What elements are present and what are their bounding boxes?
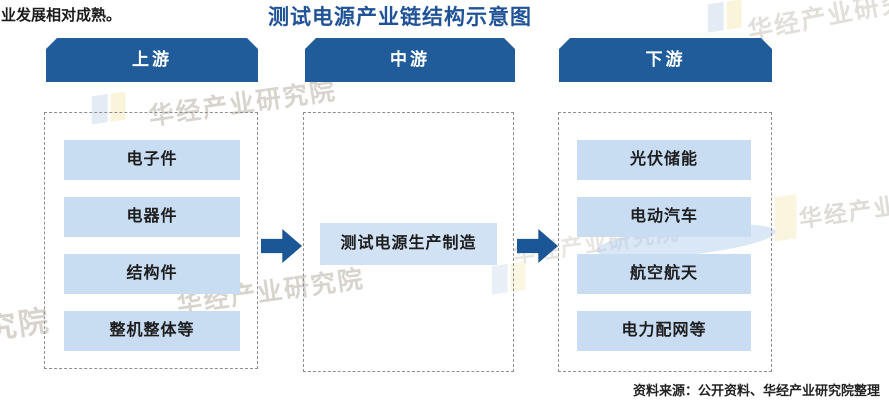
- upstream-item: 电子件: [64, 140, 240, 180]
- flow-arrow-icon: [261, 229, 302, 263]
- source-note: 资料来源：公开资料、华经产业研究院整理: [632, 383, 880, 398]
- header-upstream: 上游: [46, 38, 258, 82]
- upstream-item: 电器件: [64, 197, 240, 237]
- downstream-item: 光伏储能: [577, 140, 751, 180]
- downstream-item: 航空航天: [577, 254, 751, 294]
- diagram-title: 测试电源产业链结构示意图: [268, 6, 532, 29]
- flow-arrow-icon: [517, 229, 558, 263]
- downstream-container: [558, 112, 772, 372]
- downstream-item: 电力配网等: [577, 311, 751, 351]
- intro-text: 业发展相对成熟。: [1, 7, 122, 24]
- midstream-container: [303, 112, 514, 372]
- header-midstream: 中游: [305, 38, 515, 82]
- watermark-logo-icon: [706, 0, 744, 37]
- watermark-text: 华经产业研究院: [745, 0, 889, 46]
- upstream-item: 结构件: [64, 254, 240, 294]
- upstream-item: 整机整体等: [64, 311, 240, 351]
- midstream-item: 测试电源生产制造: [320, 223, 497, 265]
- upstream-container: [44, 112, 258, 369]
- watermark-logo-icon: [769, 194, 801, 246]
- watermark-text: 华经产业研究院: [797, 181, 889, 233]
- downstream-item: 电动汽车: [577, 197, 751, 237]
- header-downstream: 下游: [559, 38, 772, 82]
